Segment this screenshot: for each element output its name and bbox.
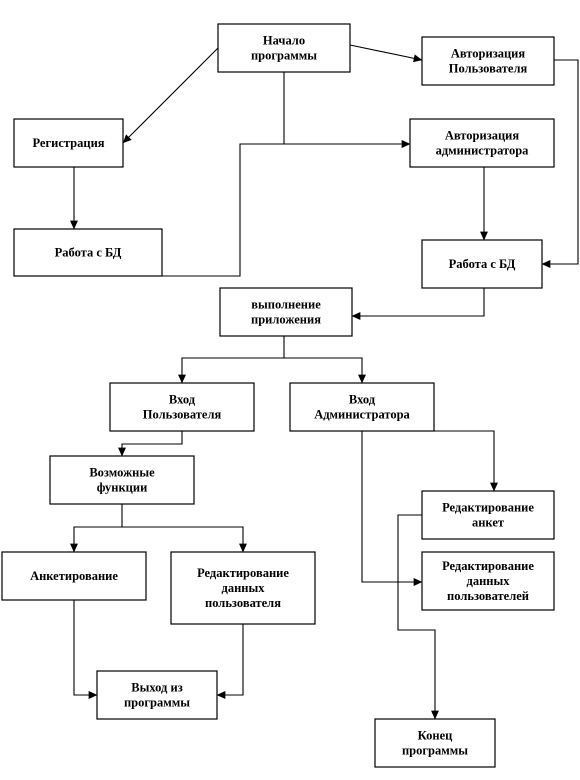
edge-functions-to-survey (70, 526, 122, 553)
node-box (421, 490, 555, 540)
edge-db-right-to-run-app (351, 288, 485, 320)
node-label-line: администратора (436, 144, 530, 158)
edge-login-admin-to-edit-forms (434, 430, 498, 492)
node-box (1, 551, 147, 601)
edge-start-to-register (122, 47, 219, 144)
node-label-line: Выход из (131, 681, 182, 695)
edge-db-left-to-junction (162, 143, 284, 277)
node-label-line: пользователей (447, 589, 529, 603)
node-box (217, 23, 351, 73)
node-box (13, 118, 124, 168)
node-label-line: Регистрация (32, 136, 104, 150)
node-box (421, 551, 555, 611)
node-label-line: Возможные (89, 466, 155, 480)
edge-run-app-to-login-user (178, 357, 284, 384)
node-db-right: Работа с БД (421, 239, 543, 289)
node-box (421, 36, 555, 86)
node-label-line: Начало (263, 34, 305, 48)
node-label-line: пользователя (205, 596, 281, 610)
node-box (421, 239, 543, 289)
edge-run-app-to-login-admin (284, 357, 366, 384)
node-label-line: Пользователя (143, 408, 222, 422)
node-label-line: Администратора (314, 408, 410, 422)
node-label-line: Вход (349, 393, 376, 407)
node-box (49, 455, 195, 505)
node-box (219, 287, 353, 337)
node-box (170, 551, 316, 625)
node-label-line: анкет (472, 516, 504, 530)
node-db-left: Работа с БД (13, 228, 163, 277)
node-label-line: Авторизация (451, 47, 526, 61)
node-box (409, 118, 555, 168)
node-survey: Анкетирование (1, 551, 147, 601)
edge-survey-to-exit (73, 600, 98, 699)
node-box (374, 718, 496, 768)
node-label-line: Редактирование (442, 559, 534, 573)
edge-login-admin-to-edit-users (361, 431, 423, 586)
node-label-line: Конец (418, 729, 453, 743)
node-label-line: программы (251, 49, 317, 63)
node-box (289, 382, 435, 432)
node-label-line: данных (222, 581, 266, 595)
node-label-line: Анкетирование (30, 569, 118, 583)
edge-auth-user-to-db-right (541, 59, 579, 268)
edge-start-to-auth-admin (283, 72, 411, 148)
node-label-line: Редактирование (442, 501, 534, 515)
node-register: Регистрация (13, 118, 124, 168)
node-label-line: выполнение (251, 298, 321, 312)
node-label-line: функции (97, 481, 148, 495)
edge-login-user-to-functions (118, 431, 183, 457)
node-label-line: программы (124, 696, 190, 710)
node-label-line: данных (467, 574, 511, 588)
node-box (109, 382, 255, 432)
node-label-line: Работа с БД (55, 246, 122, 260)
node-box (96, 670, 218, 720)
node-label-line: Редактирование (197, 566, 289, 580)
node-label-line: Авторизация (445, 129, 520, 143)
edge-edit-forms-to-end (397, 514, 439, 720)
edge-start-to-auth-user (349, 44, 423, 63)
edge-edit-user-to-exit (216, 624, 244, 699)
node-label-line: программы (402, 744, 468, 758)
node-label-line: Работа с БД (449, 257, 516, 271)
connectors (70, 44, 579, 720)
node-label-line: Пользователя (449, 62, 528, 76)
edge-functions-to-edit-user (122, 526, 247, 553)
node-label-line: приложения (251, 313, 321, 327)
node-box (13, 228, 163, 277)
node-label-line: Вход (169, 393, 196, 407)
